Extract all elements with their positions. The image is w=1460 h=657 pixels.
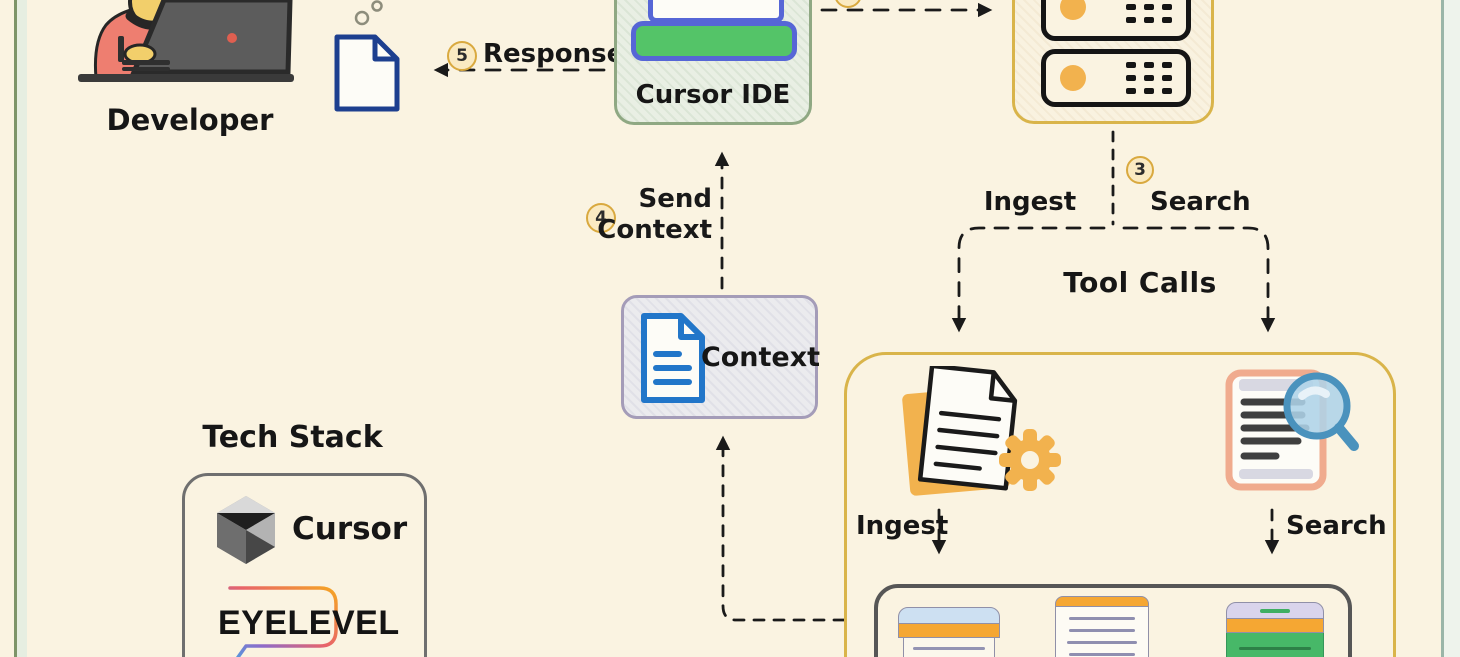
magnifier-icon (1283, 372, 1359, 451)
gear-icon (999, 429, 1061, 491)
server-indicator-light (1060, 65, 1086, 91)
thought-dots-icon (354, 0, 383, 26)
ingest-document-gear-icon (902, 366, 1061, 496)
developer-illustration (78, 0, 294, 82)
eyelevel-bubble-logo (228, 586, 338, 657)
developer-label: Developer (106, 103, 274, 137)
tech-stack-item-eyelevel: EYELEVEL (218, 604, 400, 642)
tech-stack-item-cursor: Cursor (292, 511, 408, 547)
cursor-ide-laptop-icon (648, 0, 784, 23)
tool-calls-label: Tool Calls (1063, 266, 1217, 299)
step-badge-3: 3 (1126, 156, 1154, 184)
send-context-line2: Context (597, 215, 712, 245)
server-vent-dots (1126, 0, 1172, 23)
tools-to-context-arrow (715, 435, 846, 622)
send-context-line1: Send (638, 184, 712, 214)
server-indicator-light (1060, 0, 1086, 20)
step-badge-cropped (834, 0, 862, 8)
step-4-number: 4 (595, 208, 607, 228)
tech-stack-box (182, 473, 427, 657)
keyboard-deck-2 (122, 67, 170, 71)
tools-ingest-label: Ingest (856, 511, 949, 541)
cursor-cube-logo (217, 496, 275, 564)
context-label: Context (700, 341, 821, 373)
right-edge-band (1444, 0, 1460, 657)
tools-search-label: Search (1286, 511, 1387, 541)
response-document-icon (334, 34, 400, 112)
cursor-ide-box: Cursor IDE (614, 0, 812, 125)
step-3-number: 3 (1134, 160, 1146, 180)
keyboard-deck (122, 60, 170, 65)
response-label: Response (483, 39, 625, 69)
search-document-magnifier-icon (1225, 369, 1359, 491)
step-badge-5: 5 (447, 41, 477, 71)
left-edge-band (17, 0, 27, 657)
server-unit-top (1041, 0, 1191, 41)
branch-ingest-label: Ingest (983, 187, 1077, 217)
laptop-logo-dot (227, 33, 237, 43)
storage-doc-plain-icon (1055, 596, 1149, 657)
context-box: Context (621, 295, 821, 419)
server-vent-dots (1126, 62, 1172, 94)
cursor-ide-label: Cursor IDE (635, 80, 791, 110)
context-document-icon (641, 313, 705, 403)
storage-doc-blue-icon (898, 607, 1000, 657)
send-context-label: Send Context (560, 184, 712, 246)
tools-box (844, 352, 1396, 657)
step-badge-4: 4 (586, 203, 616, 233)
left-edge-border (14, 0, 17, 657)
server-unit-bottom (1041, 49, 1191, 107)
server-box (1012, 0, 1214, 124)
desk-line (78, 74, 294, 82)
branch-search-label: Search (1150, 187, 1251, 217)
step-5-number: 5 (456, 46, 468, 66)
monitor-stand (118, 36, 124, 62)
right-edge-border (1441, 0, 1444, 657)
storage-doc-green-icon (1226, 602, 1324, 657)
laptop-keyboard (631, 21, 797, 61)
tech-stack-title: Tech Stack (202, 420, 383, 455)
